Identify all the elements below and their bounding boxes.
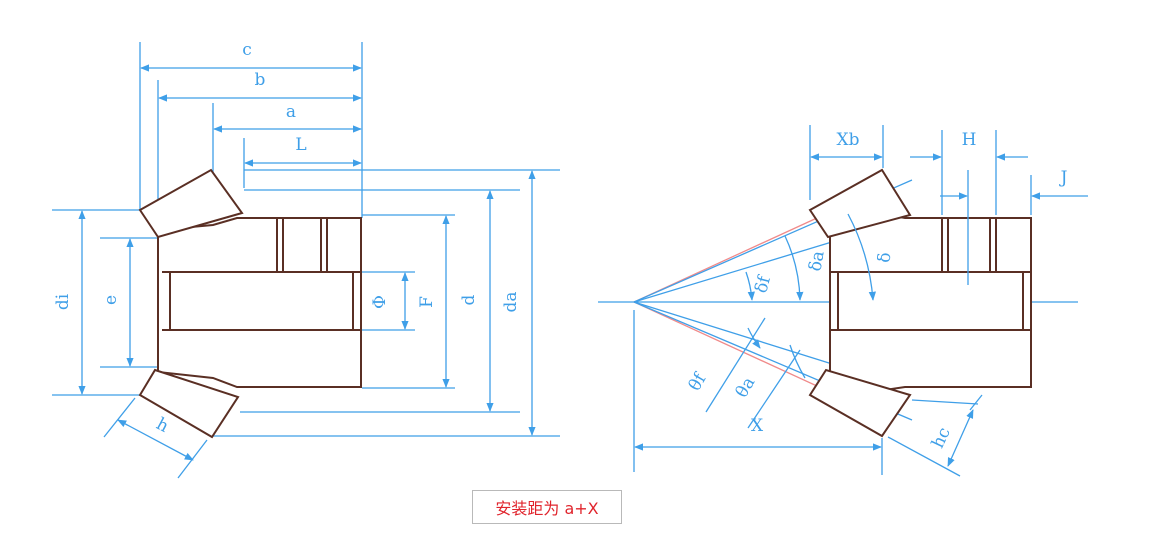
- angle-label-delta-f: δf: [751, 272, 775, 295]
- left-gear-view: c b a L di e Φ F d da: [52, 40, 560, 479]
- dim-label-hc: hc: [928, 424, 955, 451]
- mounting-distance-text: 安装距为 a+X: [495, 499, 599, 518]
- right-gear-view: δf δa δ θf θa Xb H J X: [598, 125, 1088, 477]
- angle-arcs: [705, 213, 876, 429]
- mounting-distance-note: 安装距为 a+X: [472, 490, 622, 524]
- angle-label-delta: δ: [875, 252, 896, 264]
- dim-label-d: d: [459, 294, 479, 305]
- angle-label-theta-a: θa: [732, 374, 760, 402]
- right-top-dimensions: [809, 125, 1088, 285]
- dim-label-di: di: [53, 293, 73, 310]
- left-horizontal-dimensions: [140, 64, 362, 167]
- angle-label-theta-f: θf: [685, 369, 711, 395]
- dim-label-J: J: [1059, 168, 1068, 188]
- dim-label-F: F: [417, 296, 437, 308]
- dim-label-a: a: [286, 102, 296, 122]
- dim-label-Xb: Xb: [837, 130, 860, 150]
- dim-X: [634, 438, 883, 475]
- dim-label-L: L: [295, 135, 306, 155]
- angle-label-delta-a: δa: [805, 249, 828, 273]
- dim-label-e: e: [101, 295, 121, 305]
- dim-label-X: X: [751, 416, 764, 436]
- dim-label-da: da: [501, 291, 521, 312]
- dim-h: [103, 397, 208, 479]
- left-vertical-dimensions: [78, 170, 536, 436]
- right-gear-body: [808, 168, 1032, 438]
- dim-label-phi: Φ: [370, 295, 390, 309]
- dim-label-H: H: [962, 130, 977, 150]
- left-gear-body: [138, 168, 362, 439]
- dim-hc: [887, 394, 983, 477]
- dim-label-h: h: [153, 414, 172, 437]
- dim-label-c: c: [242, 40, 252, 60]
- dim-label-b: b: [255, 70, 266, 90]
